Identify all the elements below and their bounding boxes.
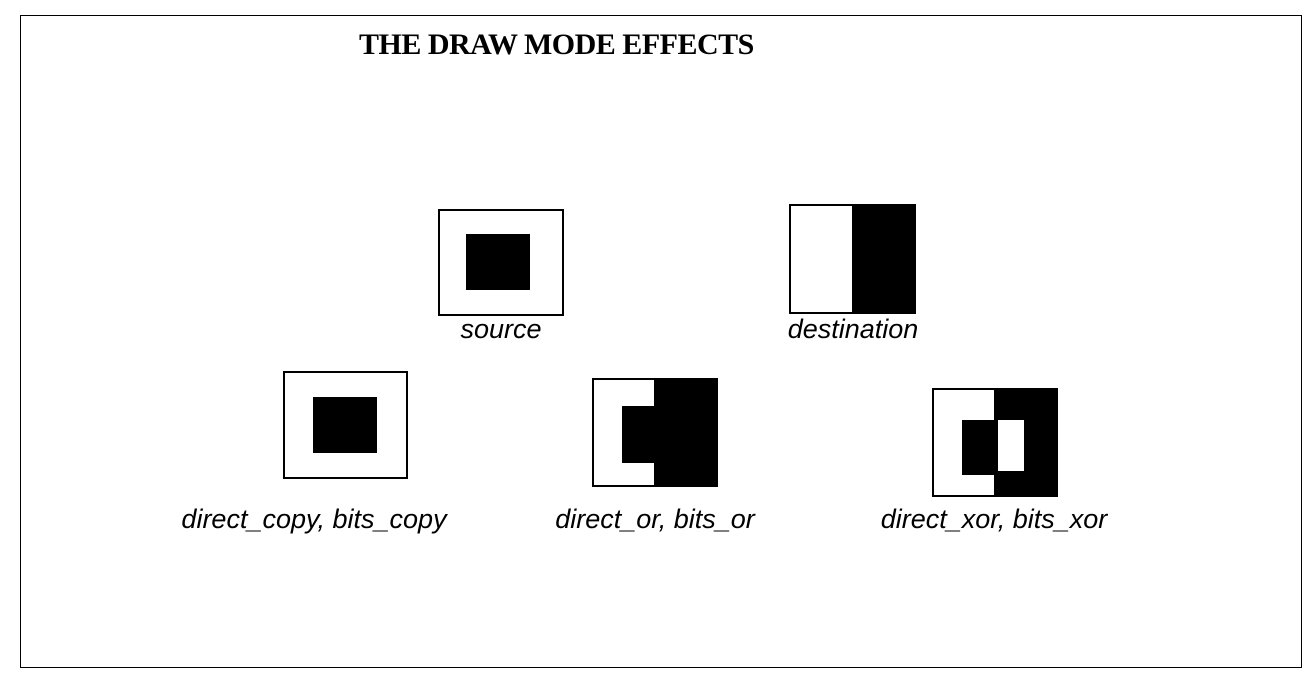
source-tile — [438, 209, 564, 316]
source-label: source — [460, 314, 542, 344]
or-result-right-half — [654, 380, 716, 485]
copy-label: direct_copy, bits_copy — [181, 504, 447, 534]
or-label: direct_or, bits_or — [555, 504, 755, 534]
xor-result-left-part — [962, 420, 994, 475]
xor-result-inverted-part — [998, 420, 1024, 471]
xor-label: direct_xor, bits_xor — [880, 504, 1108, 534]
or-result-tile — [592, 378, 718, 487]
xor-result-tile — [932, 388, 1058, 497]
diagram-title: THE DRAW MODE EFFECTS — [359, 28, 754, 61]
destination-tile — [789, 204, 916, 314]
copy-result-tile — [283, 371, 408, 479]
copy-result-inner-rect — [313, 397, 377, 453]
source-inner-rect — [466, 234, 530, 290]
destination-label: destination — [787, 314, 919, 344]
diagram-frame: THE DRAW MODE EFFECTS — [20, 15, 1302, 668]
or-result-inner-rect — [622, 406, 662, 463]
destination-right-half — [852, 206, 914, 312]
